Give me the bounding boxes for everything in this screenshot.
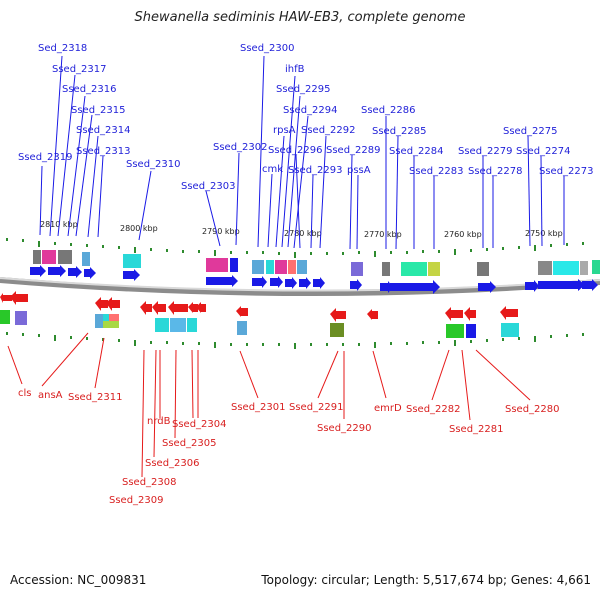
reverse-cog-boxes xyxy=(0,310,519,338)
gene-label: Ssed_2285 xyxy=(372,126,427,137)
gene-label: Ssed_2301 xyxy=(231,402,286,413)
ruler-label: 2750 kbp xyxy=(525,229,563,238)
forward-cog-boxes xyxy=(33,250,600,276)
gene-label: pssA xyxy=(347,165,371,176)
gene-label: Ssed_2314 xyxy=(76,125,131,136)
backbone-arc xyxy=(0,277,600,297)
gene-label: Ssed_2281 xyxy=(449,424,504,435)
gene-label: ansA xyxy=(38,390,63,401)
tick-row-inner xyxy=(6,332,584,349)
gene-label: Ssed_2304 xyxy=(172,419,227,430)
gene-label: Ssed_2309 xyxy=(109,495,164,506)
gene-label: Ssed_2306 xyxy=(145,458,200,469)
gene-label: ihfB xyxy=(285,64,305,75)
tick-row-outer xyxy=(6,238,584,258)
upper-leader-lines xyxy=(39,55,565,250)
gene-label: Ssed_2294 xyxy=(283,105,338,116)
gene-label: Ssed_2293 xyxy=(288,165,343,176)
ruler-label: 2760 kbp xyxy=(444,230,482,239)
accession-text: Accession: NC_009831 xyxy=(10,573,147,587)
gene-label: cmk xyxy=(262,164,283,175)
forward-gene-arrows xyxy=(30,265,598,294)
gene-label: nrdB xyxy=(147,416,171,427)
gene-label: Ssed_2273 xyxy=(539,166,594,177)
gene-label: emrD xyxy=(374,403,402,414)
ruler-label: 2800 kbp xyxy=(120,224,158,233)
gene-label: Ssed_2316 xyxy=(62,84,117,95)
gene-label: Ssed_2284 xyxy=(389,146,444,157)
gene-label: Ssed_2292 xyxy=(301,125,356,136)
gene-label: Ssed_2305 xyxy=(162,438,217,449)
genome-summary-text: Topology: circular; Length: 5,517,674 bp… xyxy=(261,573,591,587)
gene-label: Ssed_2295 xyxy=(276,84,331,95)
ruler-label: 2770 kbp xyxy=(364,230,402,239)
gene-label: Ssed_2275 xyxy=(503,126,558,137)
gene-label: Ssed_2313 xyxy=(76,146,131,157)
gene-label: Ssed_2302 xyxy=(213,142,268,153)
gene-label: Ssed_2282 xyxy=(406,404,461,415)
gene-label: Sed_2318 xyxy=(38,43,87,54)
gene-label: Ssed_2283 xyxy=(409,166,464,177)
ruler-label: 2790 kbp xyxy=(202,227,240,236)
gene-label: Ssed_2308 xyxy=(122,477,177,488)
gene-label: Ssed_2279 xyxy=(458,146,513,157)
lower-leader-lines xyxy=(7,332,531,478)
gene-label: Ssed_2319 xyxy=(18,152,73,163)
gene-label: Ssed_2315 xyxy=(71,105,126,116)
gene-label: Ssed_2289 xyxy=(326,145,381,156)
gene-label: Ssed_2291 xyxy=(289,402,344,413)
gene-label: Ssed_2300 xyxy=(240,43,295,54)
gene-label: Ssed_2278 xyxy=(468,166,523,177)
gene-label: Ssed_2274 xyxy=(516,146,571,157)
gene-label: Ssed_2280 xyxy=(505,404,560,415)
gene-label: Ssed_2311 xyxy=(68,392,123,403)
gene-label: rpsA xyxy=(273,125,296,136)
gene-label: Ssed_2303 xyxy=(181,181,236,192)
gene-label: cls xyxy=(18,388,32,399)
gene-label: Ssed_2296 xyxy=(268,145,323,156)
gene-label: Ssed_2290 xyxy=(317,423,372,434)
gene-label: Ssed_2286 xyxy=(361,105,416,116)
genome-title: Shewanella sediminis HAW-EB3, complete g… xyxy=(134,10,466,25)
gene-label: Ssed_2310 xyxy=(126,159,181,170)
backbone-arc-highlight xyxy=(0,277,600,292)
ruler-label: 2780 kbp xyxy=(284,229,322,238)
gene-label: Ssed_2317 xyxy=(52,64,107,75)
reverse-gene-arrows xyxy=(0,291,518,322)
